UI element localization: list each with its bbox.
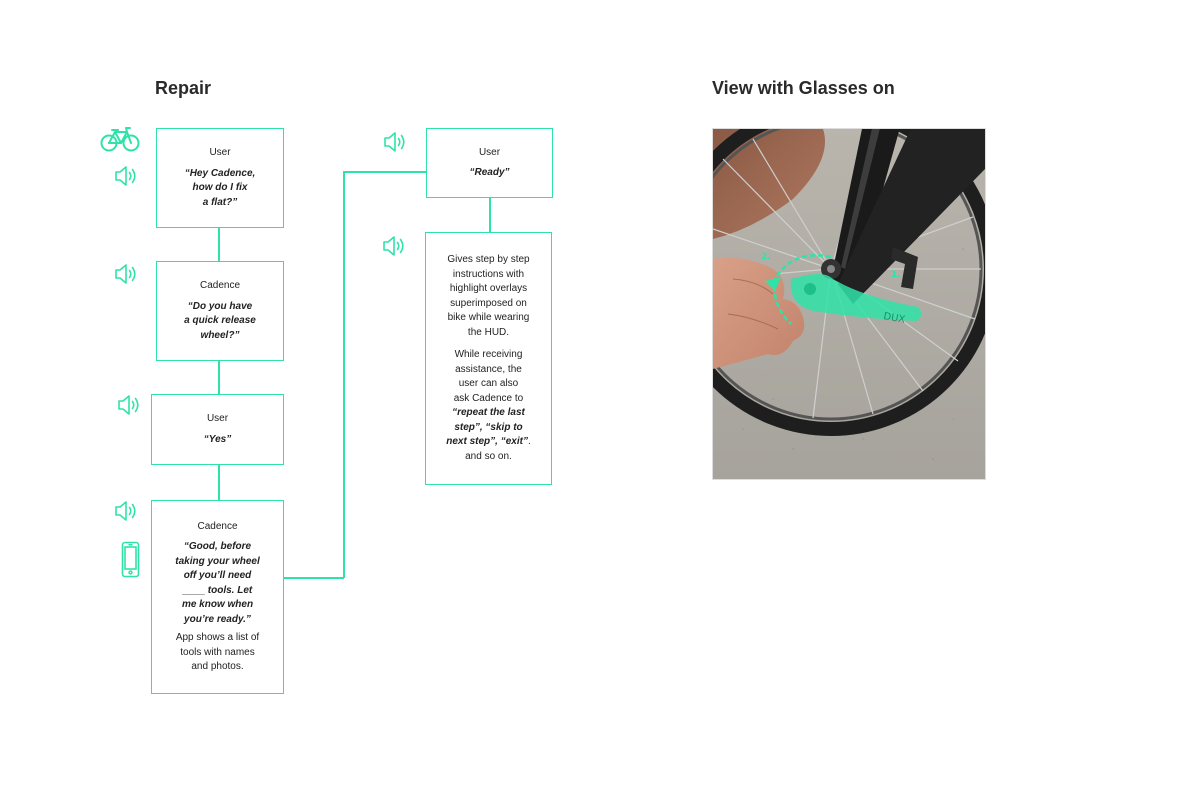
dialogue-quote: “Do you have a quick release wheel?”: [184, 300, 256, 344]
speaker-label: User: [479, 146, 500, 161]
flow-step-user-ready: User “Ready”: [426, 128, 553, 198]
connector-to-step5: [343, 171, 427, 173]
voice-commands: “repeat the last step”, “skip to next st…: [446, 407, 528, 447]
connector-step1-step2: [218, 227, 220, 262]
assistance-intro: While receiving assistance, the user can…: [454, 349, 524, 404]
speaker-label: Cadence: [197, 520, 237, 535]
instructions-description: Gives step by step instructions with hig…: [447, 253, 529, 340]
overlay-step-1: 1.: [891, 270, 901, 280]
overlay-step-2: 2.: [761, 252, 771, 262]
dialogue-quote: “Ready”: [469, 166, 509, 181]
connector-step3-step4: [218, 464, 220, 501]
repair-heading: Repair: [155, 78, 211, 99]
speaker-icon: [114, 165, 140, 187]
hud-view-photo: DUX 2. 1.: [712, 128, 986, 480]
smartphone-icon: [121, 541, 140, 578]
speaker-label: User: [207, 412, 228, 427]
dialogue-quote: “Hey Cadence, how do I fix a flat?”: [185, 167, 256, 211]
speaker-icon: [117, 394, 143, 416]
connector-vertical-rise: [343, 171, 345, 578]
assistance-description: While receiving assistance, the user can…: [446, 348, 530, 464]
flow-step-user-answer: User “Yes”: [151, 394, 284, 465]
dialogue-quote: “Good, before taking your wheel off you’…: [175, 540, 259, 627]
dialogue-quote: “Yes”: [204, 433, 231, 448]
flow-step-cadence-question: Cadence “Do you have a quick release whe…: [156, 261, 284, 361]
flow-step-instructions: Gives step by step instructions with hig…: [425, 232, 552, 485]
app-note: App shows a list of tools with names and…: [176, 631, 259, 675]
connector-step4-horizontal: [283, 577, 344, 579]
speaker-label: User: [209, 146, 230, 161]
flow-step-user-question: User “Hey Cadence, how do I fix a flat?”: [156, 128, 284, 228]
speaker-icon: [114, 263, 140, 285]
speaker-icon: [382, 235, 408, 257]
speaker-label: Cadence: [200, 279, 240, 294]
glasses-view-heading: View with Glasses on: [712, 78, 895, 99]
connector-step5-step6: [489, 197, 491, 233]
connector-step2-step3: [218, 360, 220, 395]
flow-step-cadence-tools: Cadence “Good, before taking your wheel …: [151, 500, 284, 694]
speaker-icon: [114, 500, 140, 522]
speaker-icon: [383, 131, 409, 153]
bicycle-icon: [100, 127, 140, 153]
